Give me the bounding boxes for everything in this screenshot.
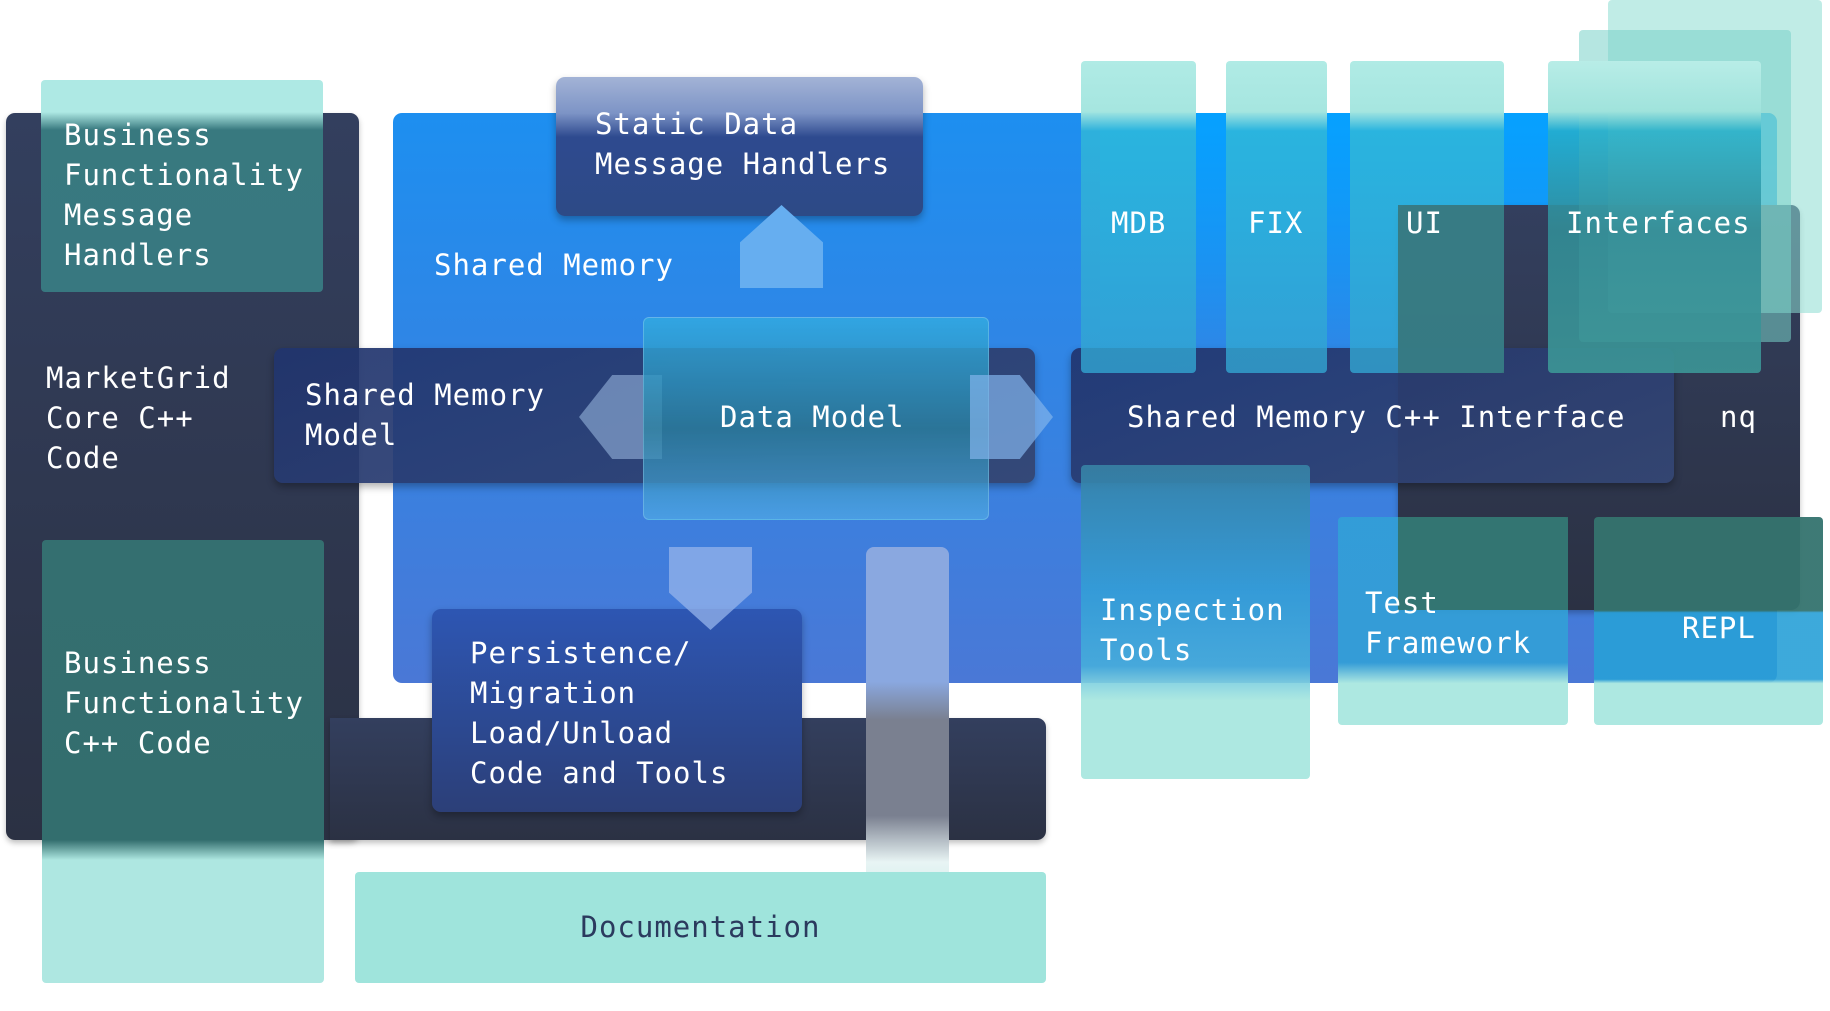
static-data-label: Static Data Message Handlers [595, 107, 891, 181]
fix-label: FIX [1248, 206, 1304, 240]
sm-model-label: Shared Memory Model [305, 378, 545, 452]
bf-handlers-label: Business Functionality Message Handlers [64, 118, 304, 272]
interfaces-column[interactable] [1548, 61, 1761, 373]
fix-column[interactable] [1226, 61, 1327, 373]
data-model-label: Data Model [720, 400, 905, 434]
static-data-box [556, 77, 923, 216]
interfaces-label: Interfaces [1566, 206, 1751, 240]
bf-handlers-box [41, 80, 323, 292]
shared-memory-label: Shared Memory [434, 248, 674, 282]
mdb-label: MDB [1111, 206, 1167, 240]
test-shade [1398, 517, 1568, 610]
ui-label: UI [1406, 206, 1443, 240]
data-model-box[interactable] [643, 317, 989, 520]
documentation-label: Documentation [580, 910, 821, 944]
persistence-label: Persistence/ Migration Load/Unload Code … [470, 636, 729, 790]
bf-code-box [42, 540, 324, 983]
repl-label: REPL [1682, 611, 1756, 645]
arrow-long-down-icon [866, 547, 949, 931]
bf-code-label: Business Functionality C++ Code [64, 646, 304, 760]
ui-column-shade [1398, 205, 1504, 373]
inspection-box[interactable] [1081, 465, 1310, 779]
nq-label: nq [1720, 400, 1757, 434]
mdb-column[interactable] [1081, 61, 1196, 373]
repl-box[interactable] [1594, 517, 1823, 725]
documentation-box[interactable] [355, 872, 1046, 983]
persistence-box [432, 609, 802, 812]
test-label: Test Framework [1365, 586, 1532, 660]
inspection-label: Inspection Tools [1100, 593, 1285, 667]
core-label: MarketGrid Core C++ Code [46, 361, 231, 475]
smcpp-label: Shared Memory C++ Interface [1127, 400, 1626, 434]
